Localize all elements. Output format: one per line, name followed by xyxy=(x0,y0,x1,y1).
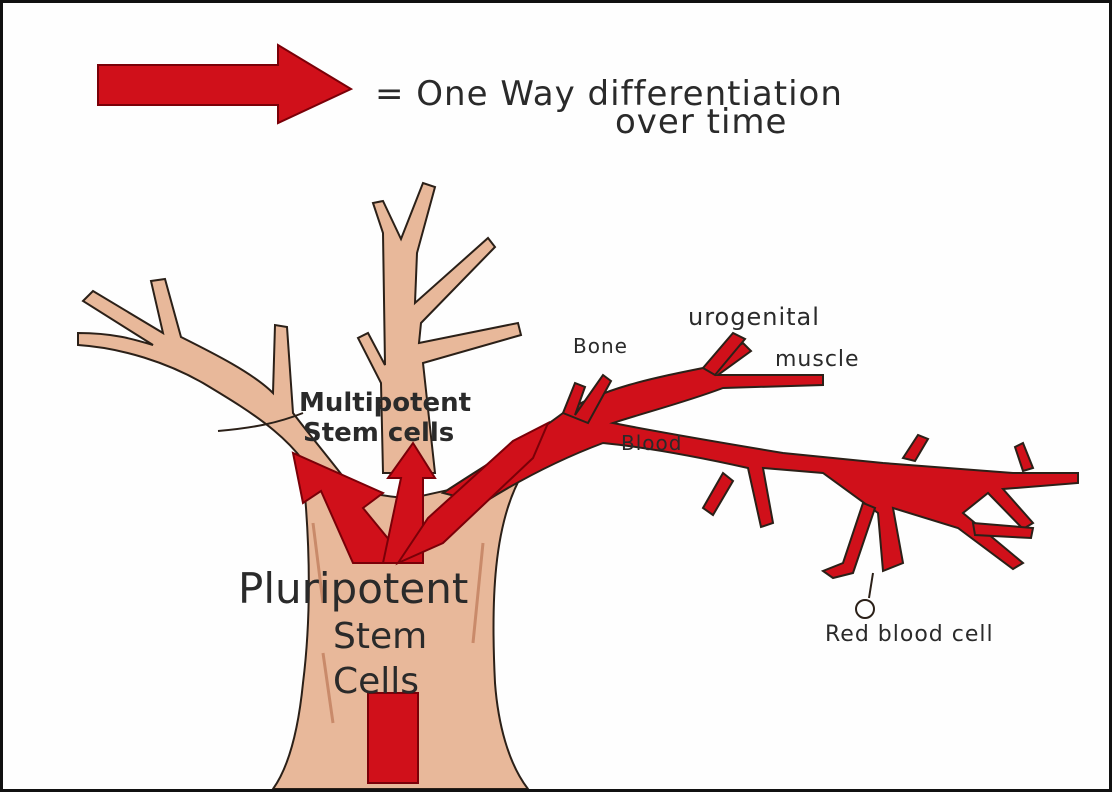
legend-arrow xyxy=(98,45,351,123)
pluripotent-label-line3: Cells xyxy=(333,661,419,702)
legend-text-line2: over time xyxy=(615,102,787,142)
pluripotent-label-line2: Stem xyxy=(333,616,427,657)
red-blood-cell-label: Red blood cell xyxy=(825,622,994,647)
trunk-up-arrow xyxy=(368,693,418,783)
bone-label: Bone xyxy=(573,334,628,358)
right-branch-main xyxy=(443,343,1078,571)
muscle-label: muscle xyxy=(775,347,860,372)
urogenital-label: urogenital xyxy=(688,303,820,331)
red-blood-cell-icon xyxy=(856,600,874,618)
differentiation-branch xyxy=(443,333,1078,578)
multipotent-label-line1: Multipotent xyxy=(299,388,471,418)
blood-label: Blood xyxy=(621,431,682,455)
pluripotent-label-line1: Pluripotent xyxy=(238,564,468,613)
multipotent-label-line2: Stem cells xyxy=(303,418,454,448)
